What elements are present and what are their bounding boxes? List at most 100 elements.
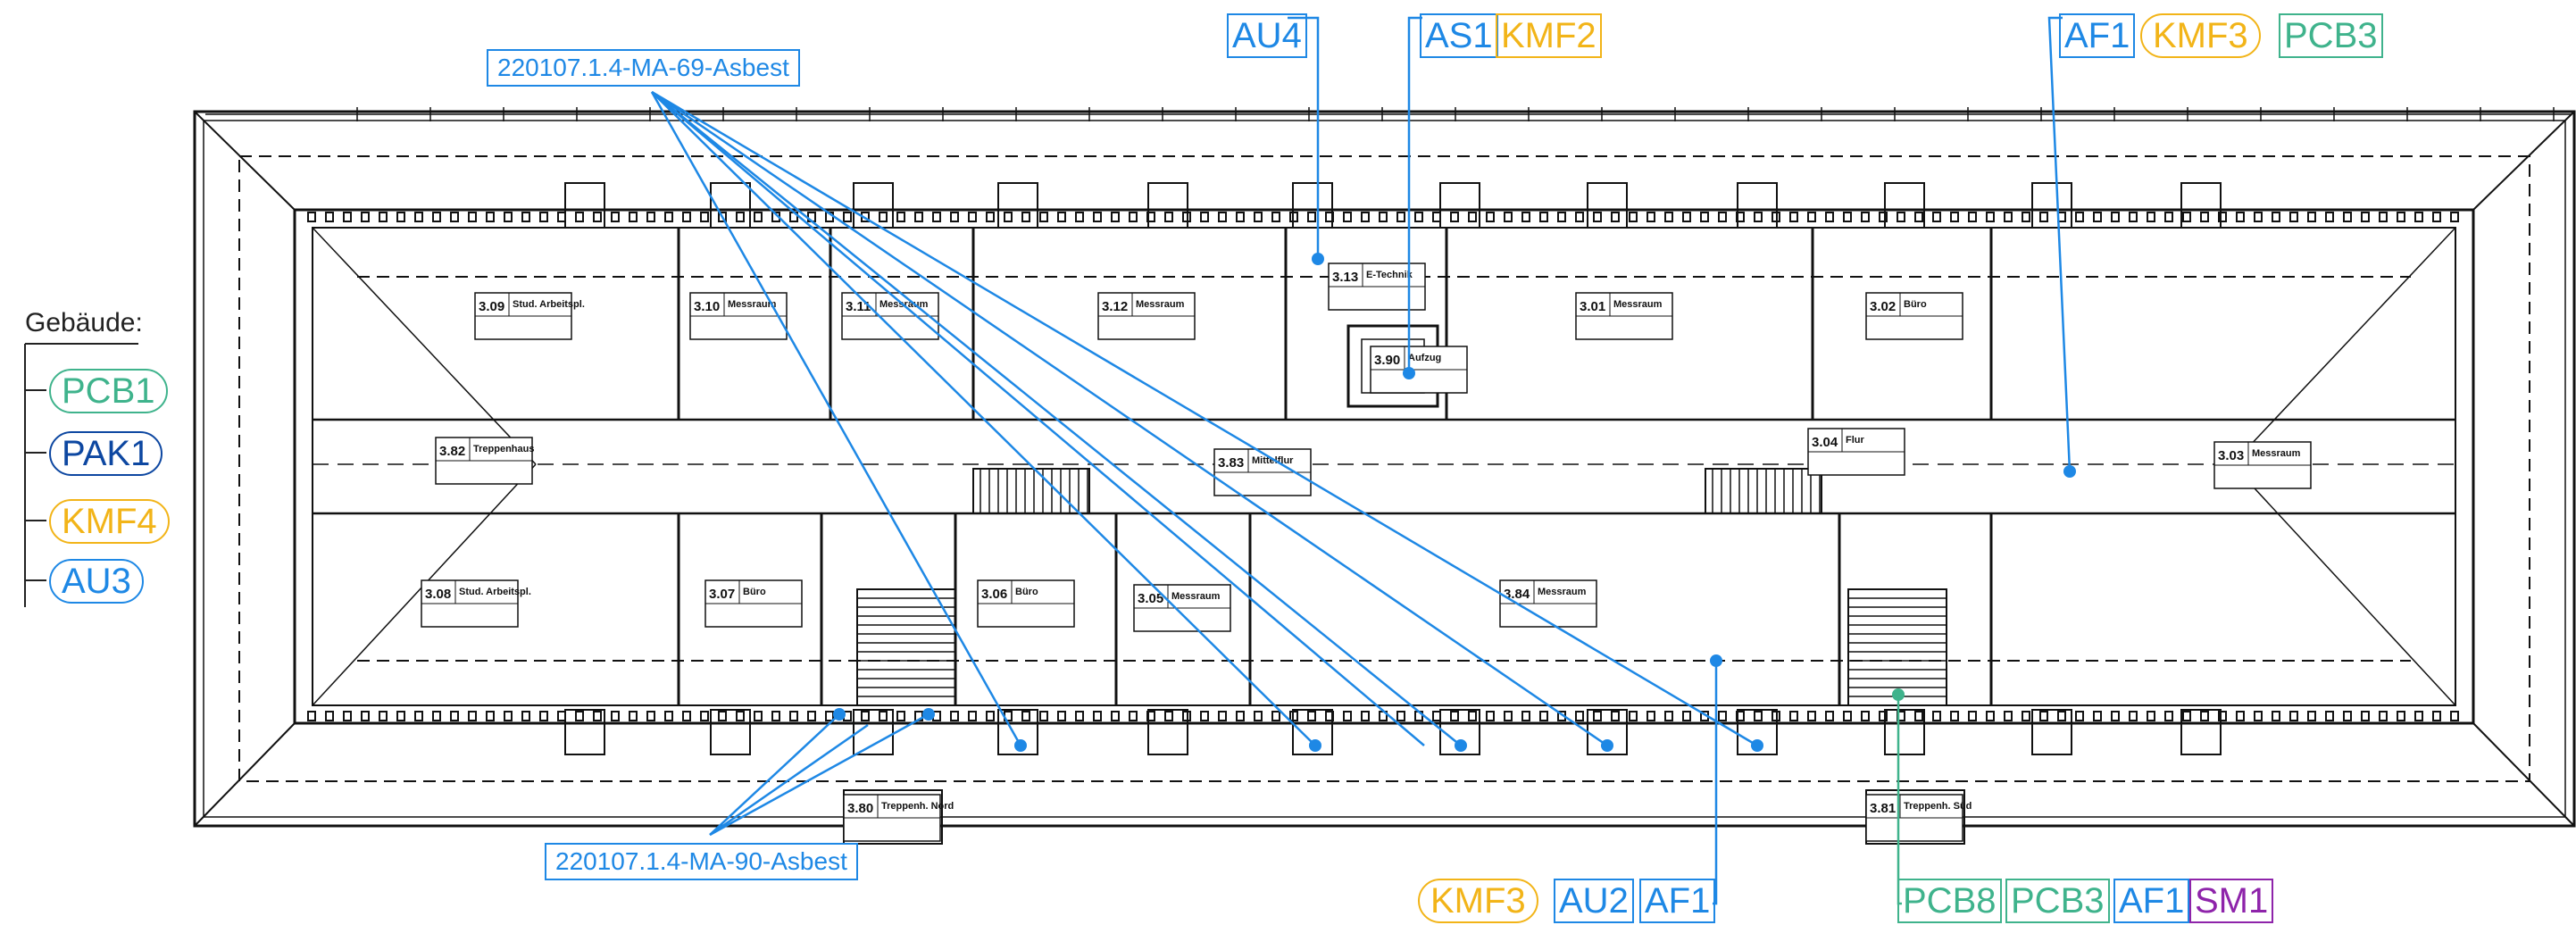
wall-rib [2307, 212, 2316, 222]
wall-rib [646, 212, 655, 222]
wall-rib [1557, 212, 1566, 222]
tag-pcb3-top[interactable]: PCB3 [2279, 13, 2383, 58]
wall-rib [2254, 212, 2263, 222]
wall-rib [1093, 212, 1102, 222]
legend-bracket [24, 343, 138, 607]
wall-rib [682, 711, 691, 721]
wall-rib [1968, 711, 1977, 721]
wall-rib [843, 212, 852, 222]
wall-rib [2022, 212, 2030, 222]
legend-item-kmf4: KMF4 [49, 499, 170, 544]
wall-rib [1789, 212, 1798, 222]
tag-af1-right[interactable]: AF1 [2113, 879, 2190, 923]
wall-rib [1307, 711, 1316, 721]
wall-rib [950, 212, 959, 222]
wall-rib [379, 212, 388, 222]
wall-rib [1218, 212, 1227, 222]
wall-rib [504, 212, 513, 222]
wall-rib [1039, 711, 1048, 721]
wall-rib [450, 212, 459, 222]
wall-rib [1182, 711, 1191, 721]
tag-pcb3-bottom[interactable]: PCB3 [2005, 879, 2110, 923]
window-bay [2031, 182, 2072, 229]
wall-rib [557, 711, 566, 721]
window-bay [1147, 709, 1188, 755]
wall-rib [575, 212, 584, 222]
wall-rib [1129, 711, 1138, 721]
wall-rib [1593, 711, 1602, 721]
wall-rib [682, 212, 691, 222]
wall-rib [2129, 212, 2138, 222]
tag-as1[interactable]: AS1 [1420, 13, 1498, 58]
wall-rib [968, 711, 977, 721]
wall-rib [2111, 212, 2120, 222]
asbest-90-leader-lines [709, 712, 930, 837]
inner-wall [293, 208, 2475, 725]
wall-rib [2129, 711, 2138, 721]
sample-markers [833, 253, 2076, 752]
window-bay [1884, 709, 1925, 755]
wall-rib [1468, 711, 1477, 721]
window-bay [1147, 182, 1188, 229]
wall-rib [1897, 212, 1905, 222]
wall-rib [700, 711, 709, 721]
wall-rib [1432, 212, 1441, 222]
wall-rib [1914, 711, 1923, 721]
wall-rib [1861, 212, 1870, 222]
window-bay [1587, 182, 1628, 229]
tag-au4[interactable]: AU4 [1227, 13, 1307, 58]
wall-rib [1754, 212, 1763, 222]
wall-rib [414, 212, 423, 222]
wall-rib [1057, 711, 1066, 721]
window-bay [710, 709, 751, 755]
dimension-line [205, 107, 2572, 121]
sample-label-asbest-69[interactable]: 220107.1.4-MA-69-Asbest [487, 49, 800, 87]
room-id: 3.90 [1374, 353, 1400, 368]
wall-rib [1396, 711, 1405, 721]
wall-rib [2093, 212, 2102, 222]
tag-kmf2[interactable]: KMF2 [1496, 13, 1602, 58]
wall-rib [2254, 711, 2263, 721]
tag-au2[interactable]: AU2 [1554, 879, 1634, 923]
wall-rib [2004, 711, 2013, 721]
wall-rib [1879, 711, 1888, 721]
wall-rib [1843, 212, 1852, 222]
wall-rib [1450, 212, 1459, 222]
wall-rib [2325, 212, 2334, 222]
tag-kmf3-bottom[interactable]: KMF3 [1418, 879, 1538, 923]
window-bay [997, 709, 1038, 755]
wall-rib [2236, 212, 2245, 222]
tag-kmf3-top[interactable]: KMF3 [2140, 13, 2261, 58]
room-id: 3.07 [709, 587, 735, 602]
wall-rib [2200, 711, 2209, 721]
wall-rib [807, 711, 816, 721]
wall-rib [1629, 711, 1638, 721]
wall-rib [593, 212, 602, 222]
wall-rib [396, 212, 405, 222]
wall-rib [968, 212, 977, 222]
pcb-sample-marker [1892, 688, 1905, 701]
window-bay [2180, 709, 2222, 755]
room-id: 3.81 [1870, 801, 1896, 816]
wall-rib [521, 711, 530, 721]
sample-label-asbest-90[interactable]: 220107.1.4-MA-90-Asbest [545, 843, 858, 880]
wall-rib [1611, 711, 1620, 721]
wall-rib [1218, 711, 1227, 721]
wall-rib [1521, 212, 1530, 222]
tag-sm1[interactable]: SM1 [2189, 879, 2274, 923]
wall-rib [1200, 711, 1209, 721]
wall-rib [1593, 212, 1602, 222]
tag-af1-top[interactable]: AF1 [2059, 13, 2136, 58]
tag-pcb8[interactable]: PCB8 [1897, 879, 2002, 923]
room-name: Treppenhaus [473, 444, 534, 454]
tag-af1-bottom[interactable]: AF1 [1639, 879, 1716, 923]
wall-rib [2093, 711, 2102, 721]
wall-rib [361, 212, 370, 222]
wall-rib [1986, 711, 1995, 721]
wall-rib [2236, 711, 2245, 721]
